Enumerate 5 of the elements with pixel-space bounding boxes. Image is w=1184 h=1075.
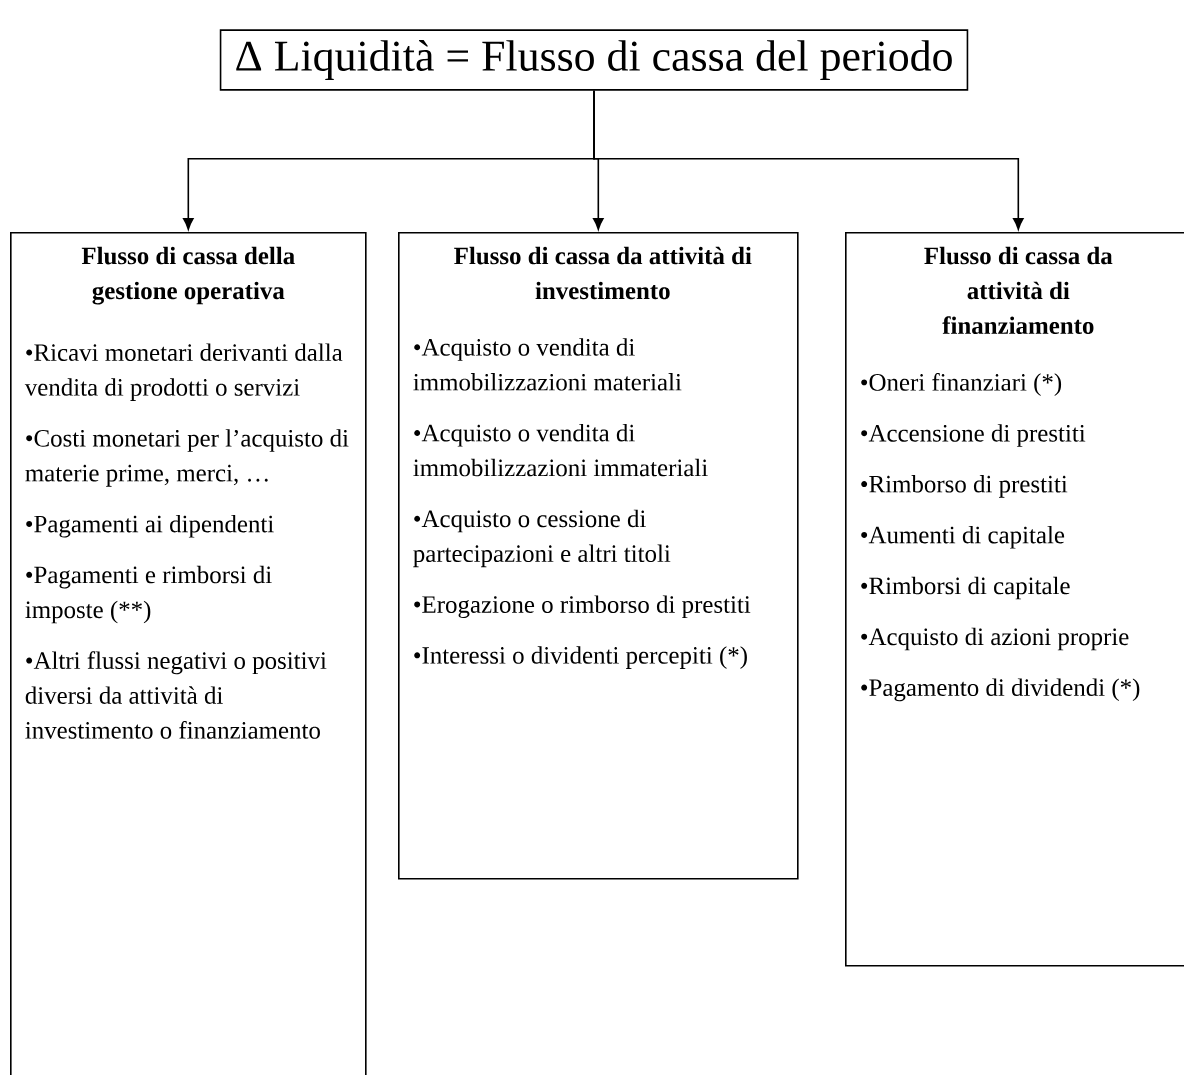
- column-box: Flusso di cassa della gestione operativa •Ricavi monetari derivanti dalla vendita di prodotti o servizi •Costi monetari per l’acquisto di materie prime, merci, … •Pagamenti ai dipendenti •Pagamenti e rimborsi di imposte (**) •Altri flussi negativi o positivi diversi da attività di investimento o finanziamento: [10, 232, 367, 1075]
- column-box: Flusso di cassa da attività di finanziamento •Oneri finanziari (*) •Accensione di prestiti •Rimborso di prestiti •Aumenti di capitale •Rimborsi di capitale •Acquisto di azioni proprie •Pagamento di dividendi (*): [845, 232, 1184, 967]
- arrow: [593, 89, 1024, 230]
- column-box: Flusso di cassa da attività di investimento •Acquisto o vendita di immobilizzazioni materiali •Acquisto o vendita di immobilizzazioni immateriali •Acquisto o cessione di partecipazioni e altri titoli •Erogazione o rimborso di prestiti •Interessi o dividenti percepiti (*): [398, 232, 799, 880]
- formula-box: Δ Liquidità = Flusso di cassa del periodo: [219, 29, 969, 91]
